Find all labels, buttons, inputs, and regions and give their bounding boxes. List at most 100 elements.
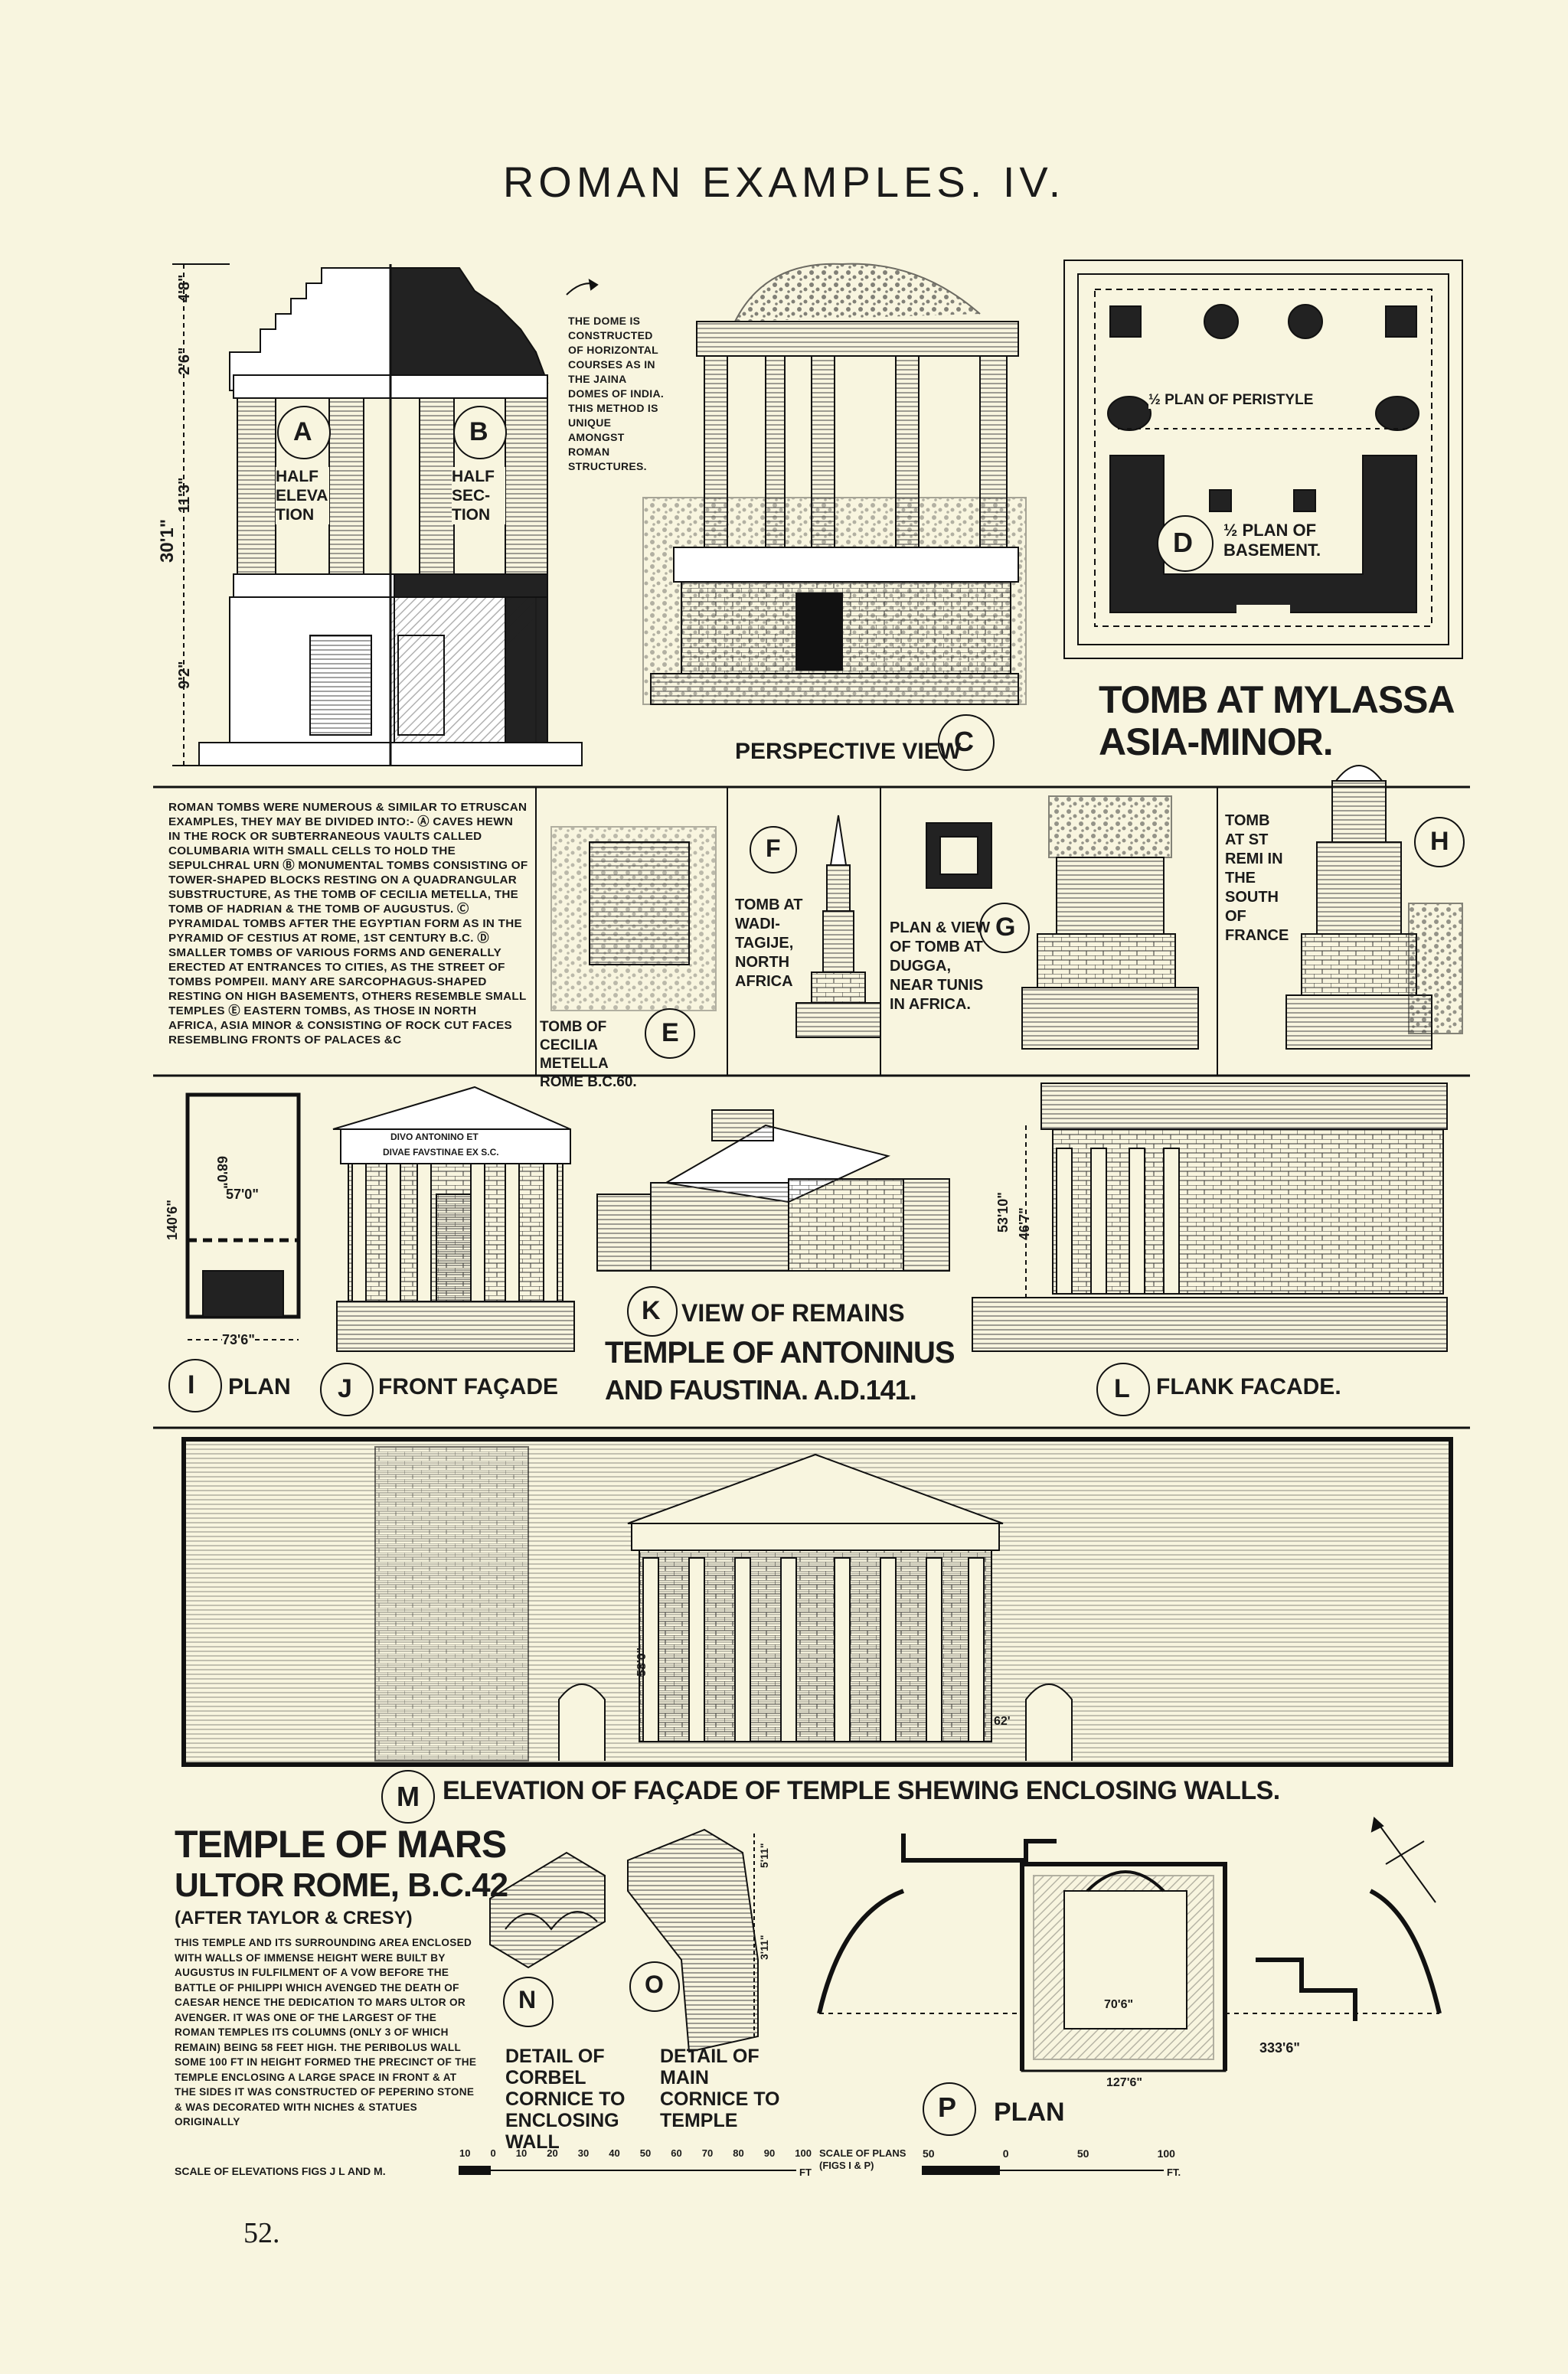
- tomb-cecilia-metella-sketch: [550, 826, 717, 1059]
- antoninus-view-of-remains: [596, 1109, 950, 1337]
- scale-tick: 50: [1076, 2147, 1089, 2160]
- plan-label-i: PLAN: [228, 1374, 291, 1399]
- scale-bars: [459, 2166, 1164, 2175]
- antoninus-title-1: TEMPLE OF ANTONINUS: [605, 1336, 956, 1370]
- label-h: H: [1430, 827, 1449, 856]
- caption-g: PLAN & VIEW OF TOMB AT DUGGA, NEAR TUNIS…: [890, 919, 991, 1013]
- mars-subtitle: (AFTER TAYLOR & CRESY): [175, 1908, 413, 1928]
- dim-58: 58'0": [635, 1647, 648, 1677]
- perspective-view-label: PERSPECTIVE VIEW: [735, 739, 962, 764]
- elevation-caption: ELEVATION OF FAÇADE OF TEMPLE SHEWING EN…: [443, 1776, 1280, 1805]
- mars-text: THIS TEMPLE AND ITS SURROUNDING AREA ENC…: [175, 1937, 477, 2127]
- caption-n: DETAIL OF CORBEL CORNICE TO ENCLOSING WA…: [505, 2046, 626, 2153]
- dim-9-2: 9'2": [176, 661, 193, 689]
- antoninus-front-facade: [320, 1086, 575, 1416]
- temple-mars-plan: [817, 1817, 1442, 2136]
- antoninus-title-2: AND FAUSTINA. A.D.141.: [605, 1374, 917, 1406]
- antoninus-plan: [168, 1092, 301, 1412]
- scale-tick: 30: [577, 2147, 590, 2159]
- dim-57: 57'0": [226, 1187, 259, 1203]
- plan-label-p: PLAN: [994, 2098, 1065, 2127]
- scale-elevations-unit: FT: [799, 2167, 812, 2178]
- dim-127-6: 127'6": [1106, 2076, 1142, 2089]
- mars-title-1: TEMPLE OF MARS: [175, 1823, 507, 1866]
- scale-elevations-ticks: 10 0 10 20 30 40 50 60 70 80 90 100: [459, 2147, 812, 2159]
- scale-tick: 100: [1157, 2147, 1175, 2160]
- label-k: K: [642, 1296, 661, 1325]
- scale-tick: 10: [459, 2147, 471, 2159]
- caption-e: TOMB OF CECILIA METELLA ROME B.C.60.: [540, 1019, 637, 1090]
- label-o: O: [645, 1971, 664, 1998]
- tomb-mylassa-title-1: TOMB AT MYLASSA: [1099, 678, 1455, 721]
- label-a: A: [293, 417, 312, 446]
- dim-68: 68'0": [214, 1156, 230, 1189]
- label-b: B: [469, 417, 488, 446]
- flank-facade-label: FLANK FACADE.: [1156, 1374, 1341, 1399]
- dim-73-6: 73'6": [222, 1332, 255, 1348]
- scale-plans-unit: FT.: [1167, 2167, 1181, 2178]
- main-cornice-detail: [627, 1828, 759, 2053]
- front-facade-label: FRONT FAÇADE: [378, 1374, 558, 1399]
- corbel-cornice-detail: [489, 1851, 606, 2027]
- tomb-mylassa-perspective: [566, 263, 1027, 771]
- scale-tick: 80: [733, 2147, 744, 2159]
- label-g: G: [995, 913, 1016, 942]
- caption-f: TOMB AT WADI-TAGIJE, NORTH AFRICA: [735, 896, 803, 990]
- inscription-line-1: DIVO ANTONINO ET: [390, 1131, 479, 1142]
- tomb-mylassa-title-2: ASIA-MINOR.: [1099, 720, 1334, 763]
- label-c: C: [954, 726, 974, 757]
- half-section-label: HALF SEC- TION: [452, 467, 505, 524]
- dim-62: 62': [994, 1715, 1011, 1728]
- page-number: 52.: [243, 2217, 280, 2249]
- dim-5-11: 5'11": [758, 1843, 770, 1868]
- scale-tick: 70: [701, 2147, 714, 2159]
- caption-o: DETAIL OF MAIN CORNICE TO TEMPLE: [660, 2046, 780, 2131]
- dim-30-1: 30'1": [157, 518, 178, 563]
- label-n: N: [518, 1986, 537, 2013]
- dim-333-6: 333'6": [1259, 2040, 1300, 2056]
- half-elevation-label: HALF ELEVA TION: [276, 467, 329, 524]
- scale-tick: 40: [609, 2147, 620, 2159]
- tomb-st-remi-sketch: [1285, 765, 1465, 1050]
- label-l: L: [1114, 1374, 1130, 1403]
- scale-tick: 20: [547, 2147, 558, 2159]
- temple-mars-elevation: [181, 1437, 1453, 1824]
- scale-tick: 10: [515, 2147, 528, 2159]
- mars-title-2: ULTOR ROME, B.C.42: [175, 1866, 508, 1904]
- label-e: E: [662, 1018, 679, 1047]
- scale-tick: 50: [923, 2147, 935, 2160]
- scale-plans-ticks: 50 0 50 100: [923, 2147, 1175, 2160]
- label-j: J: [338, 1374, 352, 1403]
- tomb-mylassa-elevation-section: [172, 263, 583, 766]
- tomb-wadi-tagije-sketch: [750, 815, 881, 1038]
- tomb-mylassa-plan: [1063, 260, 1463, 659]
- label-p: P: [938, 2092, 957, 2123]
- scale-tick: 60: [671, 2147, 682, 2159]
- dim-2-6: 2'6": [176, 347, 193, 375]
- scale-tick: 0: [490, 2147, 496, 2159]
- scale-tick: 100: [795, 2147, 812, 2159]
- scale-plans-label: SCALE OF PLANS (FIGS I & P): [819, 2147, 906, 2171]
- caption-h: TOMB AT ST REMI IN THE SOUTH OF FRANCE: [1225, 812, 1289, 944]
- dim-4-8: 4'8": [176, 274, 193, 302]
- page-title: ROMAN EXAMPLES. IV.: [502, 158, 1066, 206]
- dim-46-7: 46'7": [1017, 1207, 1032, 1240]
- label-f: F: [766, 834, 781, 862]
- label-d: D: [1173, 527, 1193, 558]
- scale-tick: 50: [639, 2147, 652, 2159]
- label-i: I: [188, 1370, 195, 1399]
- dim-70-6: 70'6": [1104, 1998, 1134, 2011]
- label-m: M: [397, 1781, 420, 1812]
- scale-tick: 90: [763, 2147, 776, 2159]
- inscription-line-2: DIVAE FAVSTINAE EX S.C.: [383, 1147, 499, 1158]
- half-plan-basement-label: ½ PLAN OF BASEMENT.: [1223, 521, 1321, 560]
- half-plan-peristyle-label: ½ PLAN OF PERISTYLE: [1148, 392, 1314, 409]
- scale-elevations-label: SCALE OF ELEVATIONS FIGS J L AND M.: [175, 2165, 386, 2177]
- antoninus-flank-facade: [972, 1083, 1448, 1416]
- tomb-dugga-sketch: [926, 795, 1199, 1050]
- dim-3-11: 3'11": [758, 1935, 770, 1960]
- dim-140-6: 140'6": [165, 1200, 180, 1240]
- scale-tick: 0: [1002, 2147, 1009, 2160]
- dim-53-10: 53'10": [995, 1192, 1011, 1233]
